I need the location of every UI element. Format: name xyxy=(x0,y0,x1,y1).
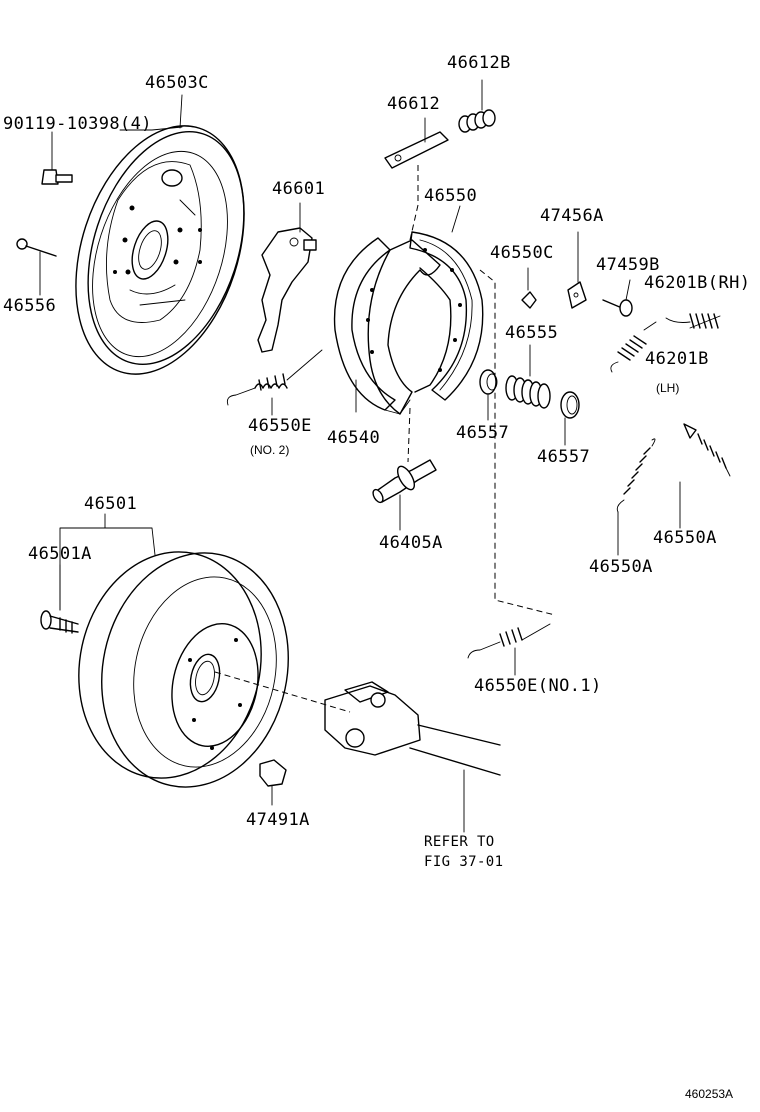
leader-46503C xyxy=(179,94,183,129)
label-46201B-rh: 46201B(RH) xyxy=(644,273,751,293)
label-46556: 46556 xyxy=(3,296,57,316)
hold-down-cup-left xyxy=(479,369,498,421)
label-46201B-lh: 46201B xyxy=(645,349,709,369)
spring-46201B-lh xyxy=(610,321,657,373)
label-46405A: 46405A xyxy=(379,533,443,553)
label-46550: 46550 xyxy=(424,186,478,206)
label-47456A: 47456A xyxy=(540,206,604,226)
return-spring-46550A-left xyxy=(616,438,656,556)
clip-46550C xyxy=(521,267,537,309)
label-46550E: 46550E xyxy=(248,416,312,436)
axle-shaft xyxy=(214,671,501,833)
adjuster-assembly xyxy=(372,459,437,531)
brake-drum xyxy=(78,551,289,788)
bolt-90119 xyxy=(41,131,73,185)
label-no2: (NO. 2) xyxy=(250,443,290,457)
brake-shoe-set xyxy=(333,205,484,415)
label-46612: 46612 xyxy=(387,94,441,114)
label-46550A-right: 46550A xyxy=(653,528,717,548)
diagram-id: 460253A xyxy=(685,1087,734,1101)
backing-plate xyxy=(75,125,245,375)
label-46601: 46601 xyxy=(272,179,326,199)
label-46550C: 46550C xyxy=(490,243,554,263)
hold-down-cup-right xyxy=(560,391,580,446)
dash-adjuster-link xyxy=(407,407,411,463)
label-46501: 46501 xyxy=(84,494,138,514)
label-47459B: 47459B xyxy=(596,255,660,275)
nut-47491A xyxy=(259,759,287,806)
label-46501A: 46501A xyxy=(28,544,92,564)
label-46557-right: 46557 xyxy=(537,447,591,467)
pin-46556 xyxy=(16,238,57,296)
label-lh: (LH) xyxy=(656,381,680,395)
label-46550E-no1: 46550E(NO.1) xyxy=(474,676,602,696)
spring-46612B xyxy=(458,79,496,133)
bolt-47459B xyxy=(602,279,633,317)
label-46555: 46555 xyxy=(505,323,559,343)
plate-47456A xyxy=(567,231,587,309)
refer-note-line1: REFER TO xyxy=(424,834,495,850)
label-46612B: 46612B xyxy=(447,53,511,73)
adjusting-lever xyxy=(257,202,317,353)
label-46540: 46540 xyxy=(327,428,381,448)
hold-down-spring xyxy=(505,344,551,409)
label-90119-10398: 90119-10398(4) xyxy=(3,114,152,134)
label-46557-left: 46557 xyxy=(456,423,510,443)
leader-90119 xyxy=(119,126,183,131)
leader-46501 xyxy=(59,527,156,611)
spring-46201B-rh xyxy=(665,313,721,329)
return-spring-46550A-right xyxy=(679,423,731,529)
return-spring-no1 xyxy=(467,623,551,676)
dash-strut-link xyxy=(409,165,419,241)
label-46550A-left: 46550A xyxy=(589,557,653,577)
refer-note-line2: FIG 37-01 xyxy=(424,854,504,870)
label-46503C: 46503C xyxy=(145,73,209,93)
return-spring-no2 xyxy=(226,349,323,416)
bolt-46501A xyxy=(40,610,79,634)
parking-brake-strut xyxy=(384,117,449,169)
label-47491A: 47491A xyxy=(246,810,310,830)
